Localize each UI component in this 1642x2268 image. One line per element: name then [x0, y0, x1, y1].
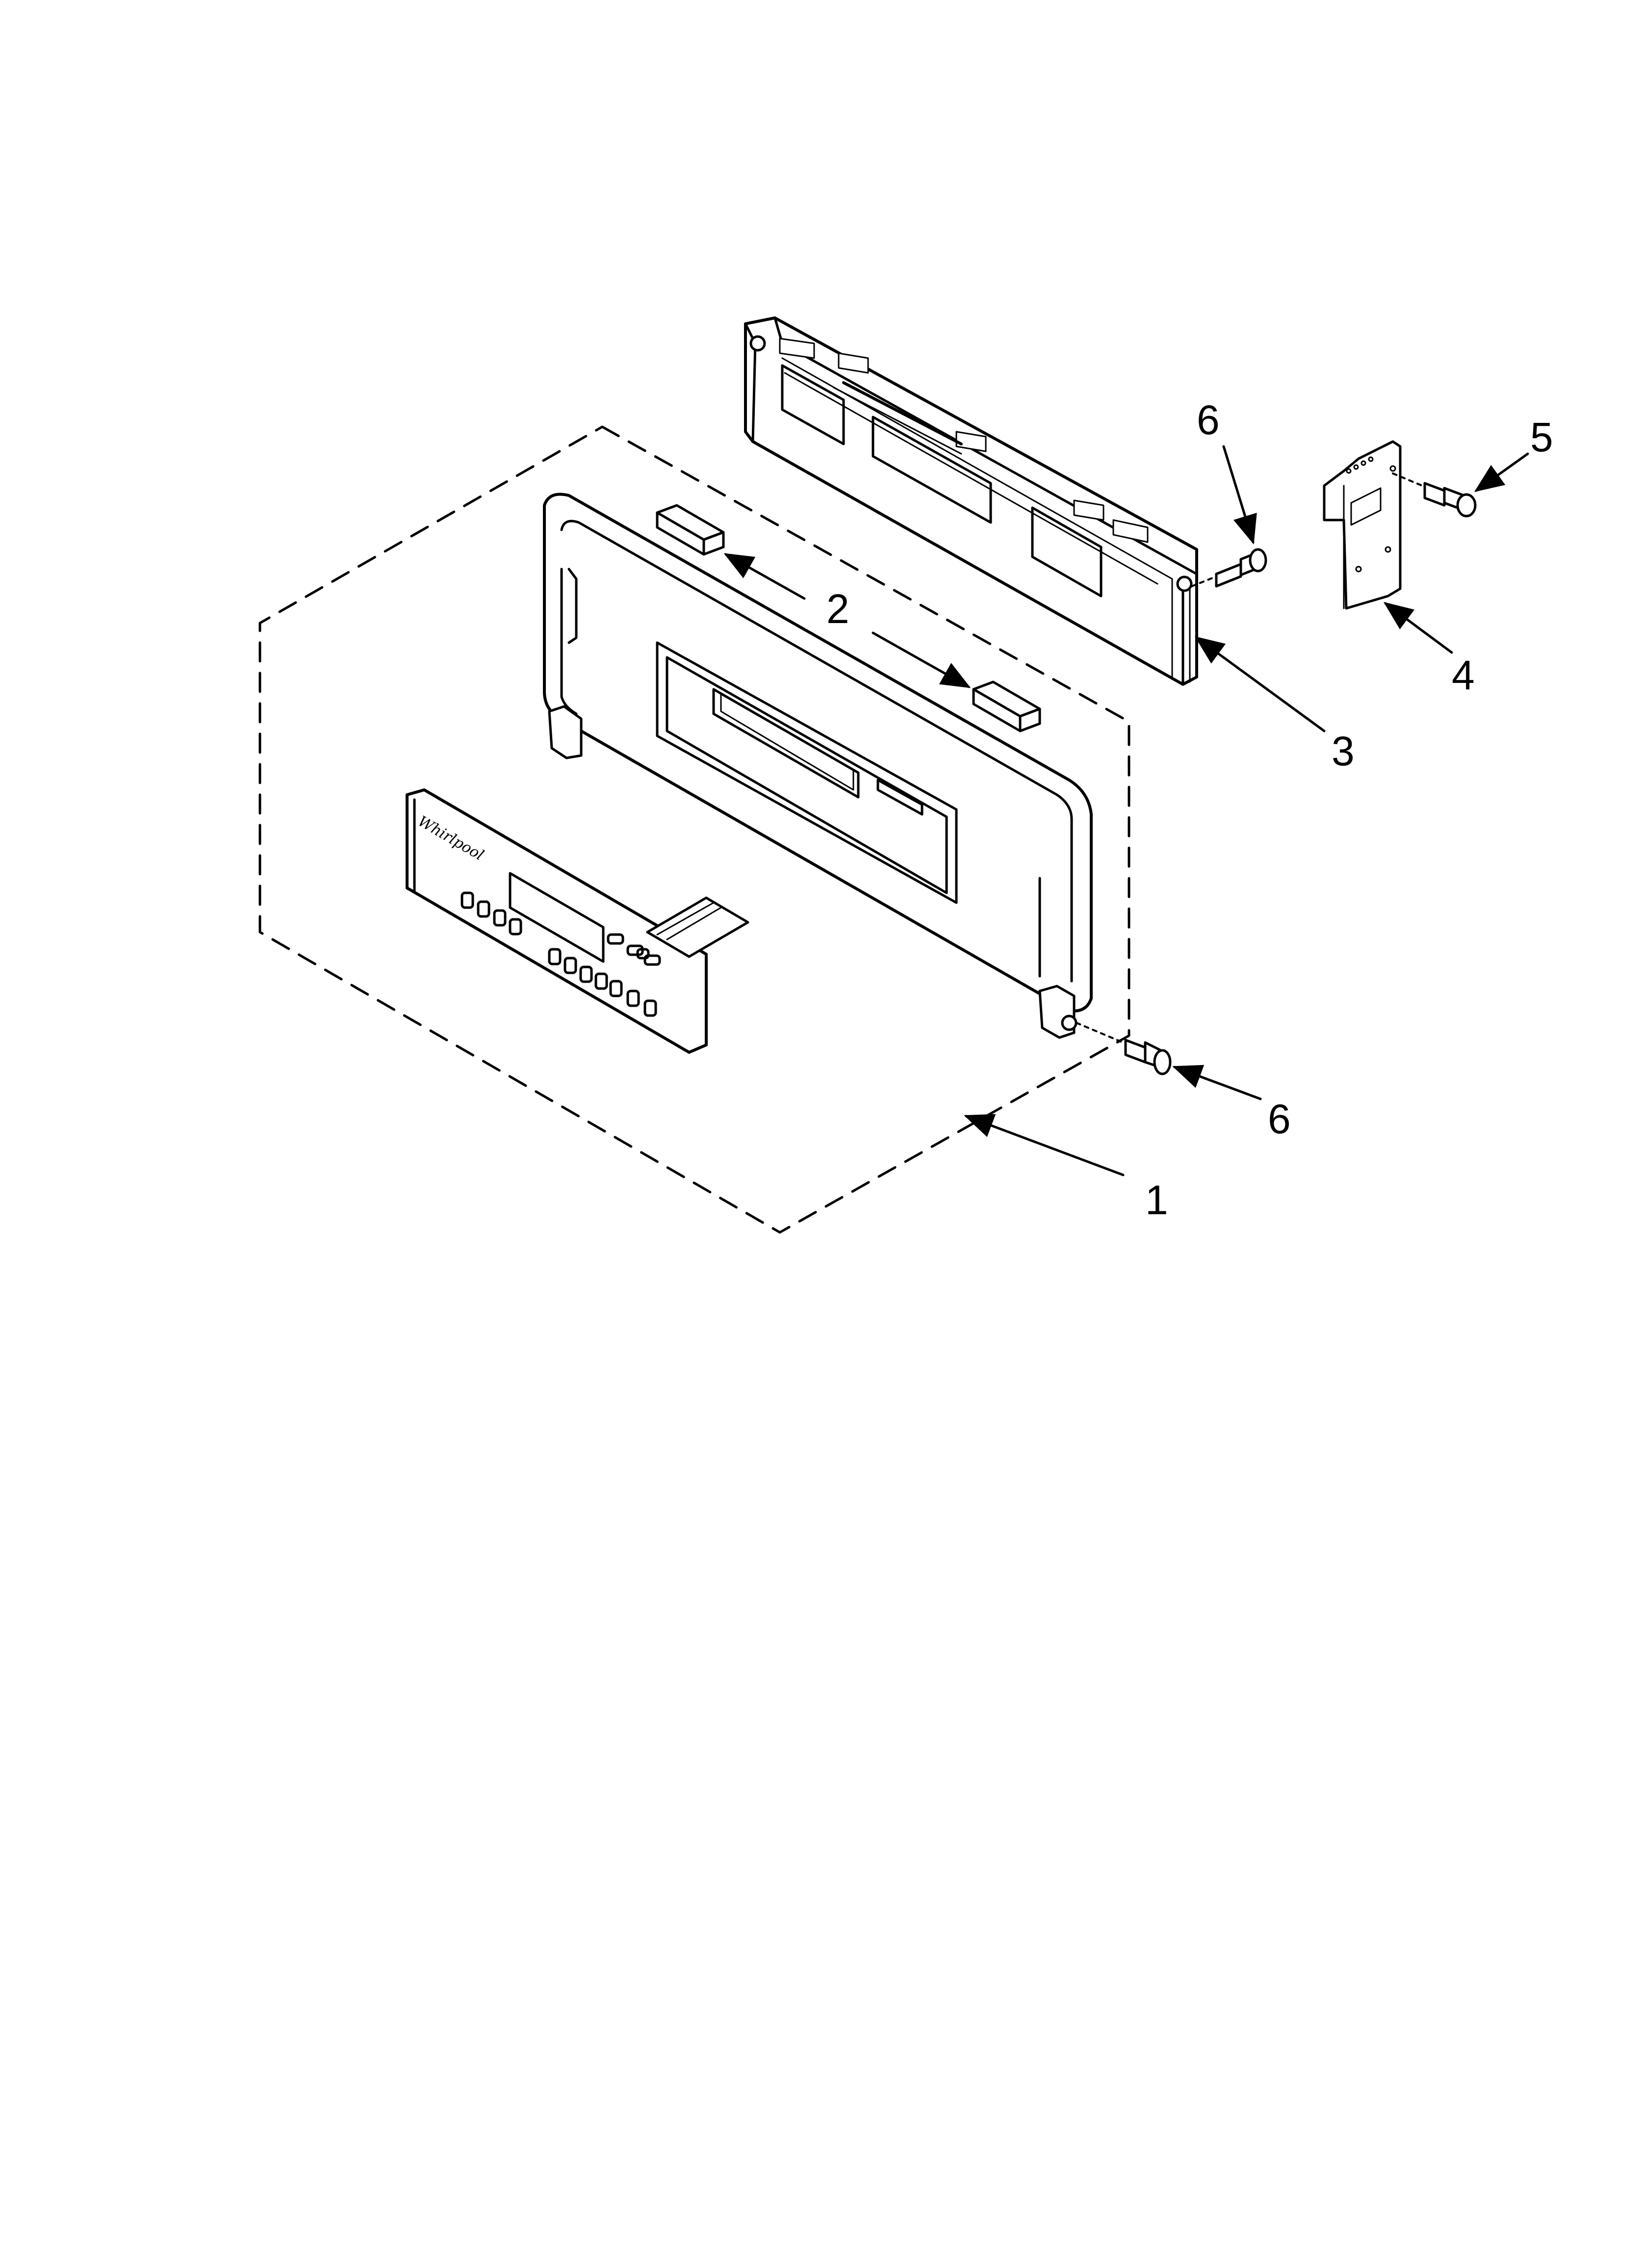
part-screw-board	[1392, 472, 1477, 518]
leader-line-6b	[1172, 1065, 1262, 1100]
leader-line-2b	[872, 631, 971, 688]
leader-line-5	[1474, 452, 1529, 492]
leader-line-1	[964, 1114, 1125, 1176]
callout-number-4: 4	[1452, 652, 1475, 698]
callout-number-3: 3	[1332, 728, 1355, 774]
leader-line-2a	[723, 553, 806, 600]
leader-line-6a	[1222, 445, 1257, 545]
part-screw-upper	[1191, 548, 1267, 588]
callout-number-6-upper: 6	[1197, 397, 1220, 443]
leader-line-4	[1383, 602, 1453, 654]
callout-number-1: 1	[1145, 1177, 1168, 1223]
part-foam-block-right	[972, 680, 1041, 732]
part-circuit-board	[1323, 440, 1402, 610]
part-touch-overlay	[406, 788, 749, 1054]
leader-line-3	[1194, 636, 1326, 732]
callout-number-6-lower: 6	[1268, 1096, 1291, 1142]
callout-number-2: 2	[826, 586, 849, 632]
callout-number-5: 5	[1530, 414, 1553, 460]
part-screw-lower	[1076, 1022, 1172, 1075]
part-foam-block-left	[656, 504, 725, 556]
part-control-panel-frame	[543, 493, 1093, 1039]
assembly-boundary-dashed	[258, 425, 1130, 1234]
part-rear-bracket	[744, 316, 1198, 686]
